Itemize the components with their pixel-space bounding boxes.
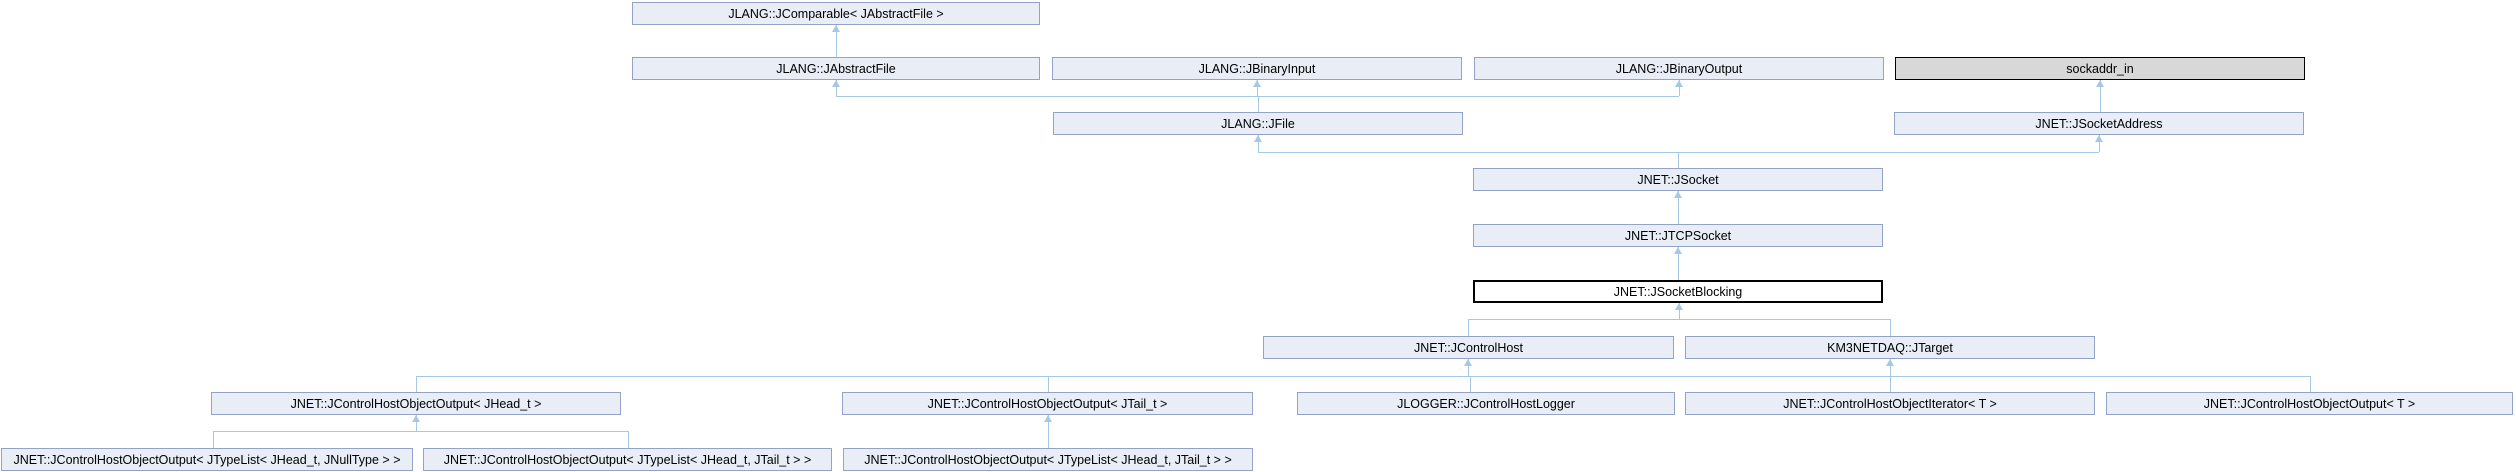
edge-line bbox=[416, 376, 2310, 377]
node-jnet-jcontrolhostobjectoutput-jtypelist-jhead-jnulltype[interactable]: JNET::JControlHostObjectOutput< JTypeLis… bbox=[1, 448, 413, 471]
edge-line bbox=[1048, 376, 1049, 392]
node-jlang-jfile[interactable]: JLANG::JFile bbox=[1053, 112, 1463, 135]
edge-line bbox=[1468, 319, 1890, 320]
node-jlang-jcomparable-jabstractfile[interactable]: JLANG::JComparable< JAbstractFile > bbox=[632, 2, 1040, 25]
node-jnet-jcontrolhostobjectoutput-jtypelist-jhead-jtail-2[interactable]: JNET::JControlHostObjectOutput< JTypeLis… bbox=[843, 448, 1253, 471]
edge-line bbox=[416, 415, 417, 431]
node-jnet-jcontrolhostobjectiterator-t[interactable]: JNET::JControlHostObjectIterator< T > bbox=[1685, 392, 2095, 415]
edge-line bbox=[1048, 415, 1049, 448]
edge-line bbox=[1468, 359, 1469, 376]
edge-line bbox=[213, 431, 628, 432]
edge-line bbox=[213, 431, 214, 448]
node-jnet-jcontrolhostobjectoutput-jtail-t[interactable]: JNET::JControlHostObjectOutput< JTail_t … bbox=[842, 392, 1253, 415]
edge-line bbox=[2100, 80, 2101, 112]
edge-line bbox=[1679, 80, 1680, 96]
edge-line bbox=[1890, 359, 1891, 376]
node-jlang-jbinaryinput[interactable]: JLANG::JBinaryInput bbox=[1052, 57, 1462, 80]
node-jnet-jsocket[interactable]: JNET::JSocket bbox=[1473, 168, 1883, 191]
node-jlang-jabstractfile[interactable]: JLANG::JAbstractFile bbox=[632, 57, 1040, 80]
edge-line bbox=[1679, 303, 1680, 319]
edge-line bbox=[1258, 96, 1259, 112]
edge-line bbox=[1678, 247, 1679, 280]
edge-line bbox=[1678, 152, 1679, 168]
node-km3netdaq-jtarget[interactable]: KM3NETDAQ::JTarget bbox=[1685, 336, 2095, 359]
node-jnet-jcontrolhost[interactable]: JNET::JControlHost bbox=[1263, 336, 1674, 359]
edge-line bbox=[1258, 135, 1259, 152]
node-jlogger-jcontrolhostlogger[interactable]: JLOGGER::JControlHostLogger bbox=[1297, 392, 1675, 415]
edge-line bbox=[416, 376, 417, 392]
edge-line bbox=[1890, 376, 1891, 392]
node-jnet-jtcpsocket[interactable]: JNET::JTCPSocket bbox=[1473, 224, 1883, 247]
edge-line bbox=[628, 431, 629, 448]
node-jnet-jsocketaddress[interactable]: JNET::JSocketAddress bbox=[1894, 112, 2304, 135]
edge-line bbox=[1678, 191, 1679, 224]
node-jnet-jcontrolhostobjectoutput-t[interactable]: JNET::JControlHostObjectOutput< T > bbox=[2106, 392, 2513, 415]
edge-line bbox=[1257, 80, 1258, 96]
node-jnet-jcontrolhostobjectoutput-jtypelist-jhead-jtail[interactable]: JNET::JControlHostObjectOutput< JTypeLis… bbox=[423, 448, 832, 471]
edge-line bbox=[1890, 319, 1891, 336]
edge-line bbox=[2099, 135, 2100, 152]
node-sockaddr-in: sockaddr_in bbox=[1895, 57, 2305, 80]
edge-line bbox=[2310, 376, 2311, 392]
edge-line bbox=[1470, 376, 1471, 392]
edge-line bbox=[836, 96, 1679, 97]
node-jlang-jbinaryoutput[interactable]: JLANG::JBinaryOutput bbox=[1474, 57, 1884, 80]
edge-line bbox=[836, 25, 837, 57]
edge-line bbox=[1468, 319, 1469, 336]
edge-line bbox=[836, 80, 837, 96]
node-jnet-jcontrolhostobjectoutput-jhead-t[interactable]: JNET::JControlHostObjectOutput< JHead_t … bbox=[211, 392, 621, 415]
node-jnet-jsocketblocking: JNET::JSocketBlocking bbox=[1473, 280, 1883, 303]
